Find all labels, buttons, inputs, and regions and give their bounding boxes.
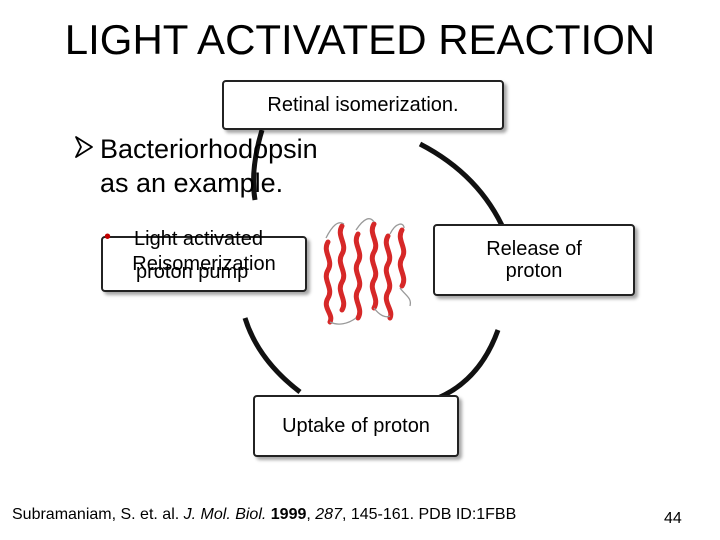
cycle-box-top: Retinal isomerization.	[222, 80, 504, 130]
cycle-box-bottom: Uptake of proton	[253, 395, 459, 457]
arrow-left-to-top	[251, 129, 265, 201]
arrow-bottom-to-left	[242, 317, 302, 394]
cycle-box-right-line-1: Release of	[486, 238, 582, 260]
slide-title: LIGHT ACTIVATED REACTION	[64, 16, 656, 63]
sub-bullet-dot-icon: •	[104, 226, 112, 248]
slide-number: 44	[664, 510, 682, 527]
citation-volume: 287	[315, 506, 342, 523]
cycle-box-left-label: Reisomerization	[132, 253, 276, 275]
citation-pages: , 145-161. PDB ID:1FBB	[341, 506, 517, 523]
cycle-box-bottom-label: Uptake of proton	[282, 415, 430, 437]
citation-year: 1999	[270, 506, 307, 523]
citation-journal: J. Mol. Biol.	[183, 506, 267, 523]
cycle-box-left: Reisomerization	[101, 236, 307, 292]
cycle-box-top-label: Retinal isomerization.	[267, 94, 459, 116]
protein-structure-image	[323, 218, 412, 325]
sub-bullet-line-2: proton pump	[136, 261, 249, 283]
arrow-top-to-right	[418, 141, 508, 234]
arrowhead-bullet-icon	[74, 135, 94, 168]
cycle-box-right: Release of proton	[433, 224, 635, 296]
arrow-right-to-bottom	[437, 329, 501, 401]
citation: Subramaniam, S. et. al. J. Mol. Biol. 19…	[12, 506, 517, 523]
bullet-line-1: Bacteriorhodopsin	[100, 134, 318, 164]
bullet-line-2: as an example.	[100, 168, 284, 198]
sub-bullet-line-1: Light activated	[134, 228, 263, 250]
citation-authors: Subramaniam, S. et. al.	[12, 506, 180, 523]
cycle-box-right-line-2: proton	[505, 260, 563, 282]
